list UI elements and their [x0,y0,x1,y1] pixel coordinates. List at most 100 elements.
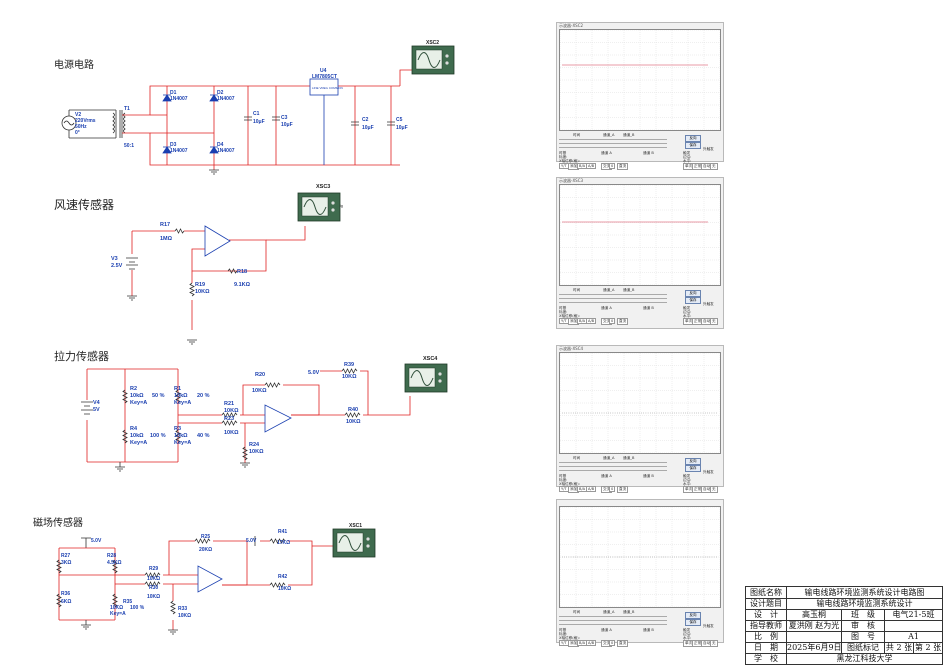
tb-topic-label: 设计题目 [746,598,787,609]
c1-value: 10μF [253,119,265,125]
tb-drawing-name-label: 图纸名称 [746,587,787,598]
save-button[interactable]: 保存 [685,465,701,472]
coupling-button[interactable]: 0 [609,318,616,324]
label-channel-b: 通道_B [623,288,635,292]
coupling-button[interactable]: 直流 [617,163,629,170]
mode-button[interactable]: A/B [586,640,597,646]
v2-freq: 50Hz [75,124,87,130]
label-edge: 边沿: [683,632,692,636]
xsc1-name: XSC1 [349,523,362,529]
save-button[interactable]: 保存 [685,619,701,626]
r33-name: R33 [178,606,187,612]
r4-name: R4 [130,426,138,432]
trigger-mode-button[interactable]: 无 [710,163,718,170]
tension-ref: 5.0V [308,370,320,376]
r41-value: 17KΩ [277,540,290,546]
label-xpos: X轴位移(格): [559,314,580,318]
xsc2-oscilloscope[interactable] [411,45,455,75]
label-xpos: X轴位移(格): [559,482,580,486]
xsc4-oscilloscope[interactable] [404,363,448,393]
label-trigger: 触发 [683,628,691,632]
coupling-button[interactable]: 0 [609,163,616,169]
label-channel-a: 通道_A [603,288,615,292]
label-channel-b: 通道_B [623,610,635,614]
label-level: 水平: [683,314,692,318]
tb-review-label: 审 核 [842,620,885,631]
oscilloscope-grid [559,506,721,608]
trigger-mode-button[interactable]: 无 [710,318,718,325]
r23-name: R23 [224,416,234,422]
tb-school-label: 学 校 [746,653,787,664]
r1-key: Key=A [174,400,191,406]
oscilloscope-screen [559,29,721,131]
r36-name: R36 [61,591,70,597]
reverse-button[interactable]: 反向 [685,135,701,142]
label-level: 水平: [683,482,692,486]
mode-button[interactable]: A/B [586,318,597,324]
d1-name: D1 [170,90,177,96]
tb-review [885,620,942,631]
r3-name: R3 [174,426,181,432]
label-channel-b-settings: 通道 B [643,474,654,478]
tb-designer-label: 设 计 [746,609,787,620]
r19-name: R19 [195,282,205,288]
section-tension-title: 拉力传感器 [54,350,109,363]
trigger-mode-button[interactable]: 无 [710,486,718,493]
r4-value: 10kΩ [130,433,144,439]
tb-class: 电气21-5班 [892,610,935,619]
coupling-button[interactable]: 0 [609,486,616,492]
label-trigger: 触发 [683,151,691,155]
mode-button[interactable]: A/B [586,486,597,492]
r20-name: R20 [255,372,265,378]
c5-name: C5 [396,117,403,123]
label-channel-b: 通道_B [623,133,635,137]
r3-pct: 40 % [197,433,210,439]
v2-phase: 0° [75,130,80,136]
label-trigger: 触发 [683,306,691,310]
r28-value: 4.5KΩ [107,560,122,566]
xsc3-oscilloscope[interactable] [297,192,341,222]
save-button[interactable]: 保存 [685,142,701,149]
r42-name: R42 [278,574,287,580]
r1-name: R1 [174,386,181,392]
xsc1-oscilloscope[interactable] [332,528,376,558]
r18-value: 9.1KΩ [234,282,251,288]
label-channel-a-settings: 通道 A [601,474,612,478]
coupling-button[interactable]: 直流 [617,318,629,325]
oscilloscope-grid [559,29,721,131]
label-scale: 标度: [559,632,568,636]
label-channel-a: 通道_A [603,133,615,137]
u4-name: U4 [320,68,327,74]
r30-name: R30 [149,585,158,591]
r29-value: 10KΩ [147,576,160,582]
d3-name: D3 [170,142,177,148]
tb-scale [787,631,842,642]
reverse-button[interactable]: 反向 [685,458,701,465]
save-button[interactable]: 保存 [685,297,701,304]
reverse-button[interactable]: 反向 [685,290,701,297]
tb-class-label: 班 级 [842,609,885,620]
r39-value: 10KΩ [342,374,357,380]
label-time: 时间 [573,288,581,292]
tb-scale-label: 比 例 [746,631,787,642]
r30-value: 10KΩ [147,594,160,600]
v3-value: 2.5V [111,263,123,269]
coupling-button[interactable]: 直流 [617,486,629,493]
r20-value: 10KΩ [252,388,267,394]
mode-button[interactable]: A/B [586,163,597,169]
reverse-button[interactable]: 反向 [685,612,701,619]
coupling-button[interactable]: 直流 [617,640,629,647]
tb-mark-label: 图纸标记 [842,642,885,653]
magnetic-circuit [56,536,340,635]
coupling-button[interactable]: 0 [609,640,616,646]
trigger-mode-button[interactable]: 无 [710,640,718,647]
v3-name: V3 [111,256,118,262]
label-edge: 边沿: [683,310,692,314]
external-trigger-label: 外触发 [703,147,714,151]
label-channel-a-settings: 通道 A [601,151,612,155]
